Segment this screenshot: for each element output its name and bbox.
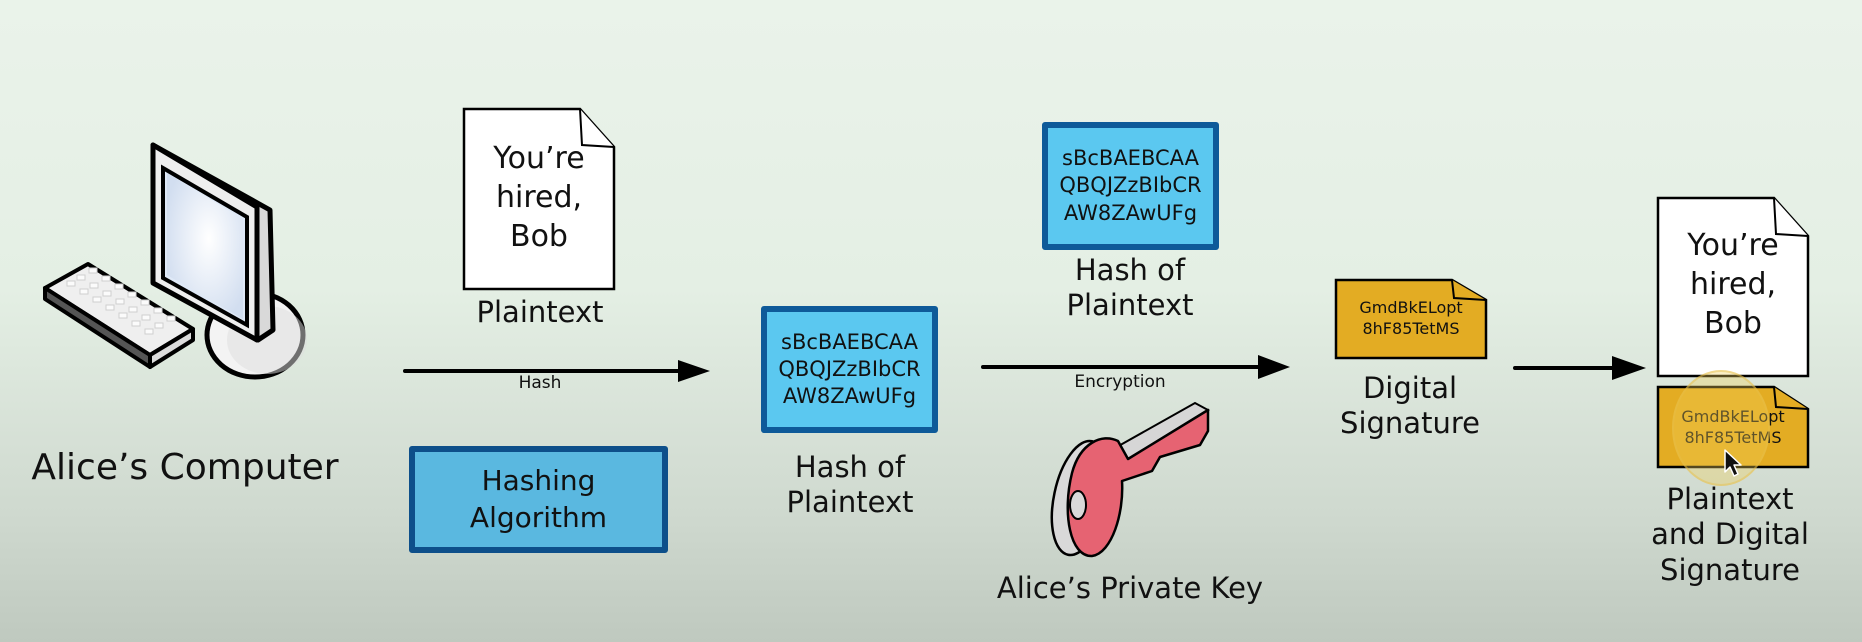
encryption-arrow-label: Encryption: [1074, 372, 1166, 392]
hash-line: AW8ZAwUFg: [782, 384, 917, 409]
encryption-arrow: [981, 355, 1290, 379]
hash-input-label-line: Plaintext: [1066, 288, 1194, 323]
hashing-algorithm-line: Algorithm: [469, 500, 608, 534]
plaintext-line: You’re: [493, 141, 585, 176]
key-icon: [1050, 401, 1211, 558]
plaintext-line: hired,: [495, 180, 583, 215]
hash-input-box: sBcBAEBCAA QBQJZzBIbCR AW8ZAwUFg: [1042, 122, 1219, 250]
hash-result-label: Hash of Plaintext: [740, 450, 960, 521]
digital-signature-label: Digital Signature: [1310, 371, 1510, 442]
digital-signature-label-line: Digital: [1362, 371, 1458, 405]
hash-line: QBQJZzBIbCR: [1059, 173, 1202, 198]
hashing-algorithm-line: Hashing: [481, 464, 596, 498]
hashing-algorithm-box: Hashing Algorithm: [409, 446, 668, 553]
plaintext-line: Bob: [510, 219, 568, 254]
private-key-label: Alice’s Private Key: [996, 571, 1264, 605]
hash-arrow: [403, 360, 710, 382]
combine-arrow: [1513, 356, 1646, 380]
hash-line: AW8ZAwUFg: [1063, 200, 1198, 225]
hash-result-box: sBcBAEBCAA QBQJZzBIbCR AW8ZAwUFg: [761, 306, 938, 433]
signature-line: GmdBkELopt: [1359, 298, 1463, 317]
bundle-label-line: Plaintext: [1666, 482, 1794, 516]
cursor-highlight: [1672, 370, 1770, 486]
hash-result-label-line: Plaintext: [786, 485, 914, 520]
hash-line: sBcBAEBCAA: [781, 329, 918, 354]
computer-label: Alice’s Computer: [31, 447, 339, 488]
hash-line: sBcBAEBCAA: [1062, 146, 1199, 171]
bundle-label: Plaintext and Digital Signature: [1630, 482, 1830, 588]
plaintext-document: You’re hired, Bob: [462, 107, 616, 291]
bundle-plaintext-document: You’re hired, Bob: [1656, 196, 1810, 378]
signature-line: 8hF85TetMS: [1362, 318, 1460, 338]
bundle-label-line: Signature: [1660, 552, 1800, 587]
bundle-plaintext-line: Bob: [1704, 306, 1762, 341]
hash-input-label-line: Hash of: [1074, 253, 1186, 287]
digital-signature-document: GmdBkELopt 8hF85TetMS: [1334, 278, 1488, 360]
bundle-plaintext-line: You’re: [1687, 228, 1779, 263]
plaintext-label: Plaintext: [476, 295, 604, 329]
computer-icon: [43, 142, 307, 380]
mouse-cursor-icon: [1724, 449, 1742, 477]
hash-line: QBQJZzBIbCR: [778, 356, 921, 381]
digital-signature-label-line: Signature: [1340, 406, 1480, 441]
hash-result-label-line: Hash of: [794, 450, 906, 484]
hash-arrow-label: Hash: [518, 373, 562, 393]
bundle-plaintext-line: hired,: [1689, 267, 1777, 302]
bundle-label-line: and Digital: [1651, 517, 1809, 552]
hash-input-label: Hash of Plaintext: [1020, 253, 1240, 324]
